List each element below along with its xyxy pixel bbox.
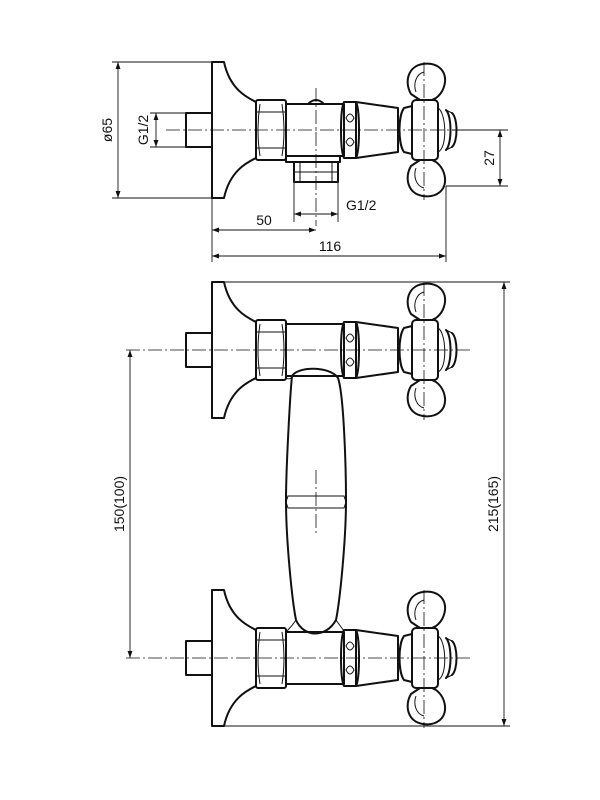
dimension-total-depth: 116 — [212, 186, 447, 262]
outlet-position-label: 50 — [256, 212, 272, 228]
dimension-inlet-thread: G1/2 — [135, 112, 186, 148]
diameter-label: ø65 — [99, 118, 115, 142]
dimension-outlet-thread: G1/2 — [293, 182, 377, 222]
dimension-centers: 150(100) — [111, 350, 133, 658]
dimension-offset: 27 — [446, 129, 508, 187]
centers-label: 150(100) — [111, 476, 127, 532]
top-view: ø65 G1/2 G1/2 27 50 — [99, 61, 508, 262]
dimension-outlet-position: 50 — [211, 198, 316, 262]
offset-label: 27 — [481, 150, 497, 166]
total-depth-label: 116 — [319, 238, 342, 254]
outlet-connector — [285, 155, 341, 183]
mixer-body — [285, 367, 347, 635]
outlet-thread-label: G1/2 — [346, 197, 377, 213]
front-view: 150(100) 215(165) — [111, 281, 510, 728]
inlet-thread-label: G1/2 — [135, 115, 151, 146]
dimension-total-height: 215(165) — [224, 281, 510, 727]
dimension-diameter: ø65 — [99, 61, 212, 199]
total-height-label: 215(165) — [485, 476, 501, 532]
